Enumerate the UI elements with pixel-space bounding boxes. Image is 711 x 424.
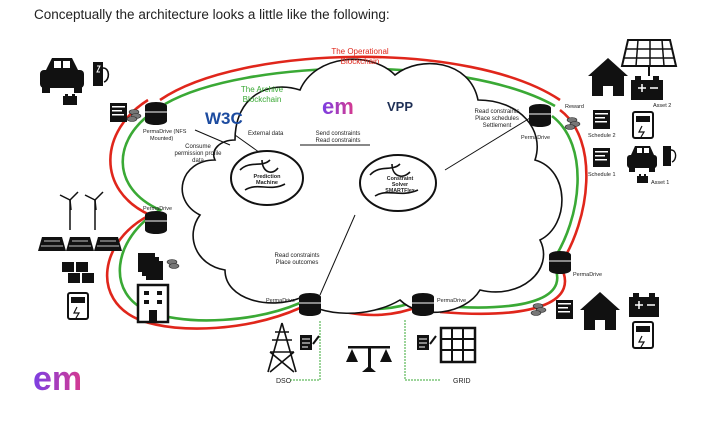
wind-turbines-icon [59,191,104,230]
schedule-card-icon-bottomright [556,300,573,319]
read-constraints-bottom-label: Read constraints [274,253,319,259]
permadrive-left-label: PermaDrive [143,206,172,212]
schedule-card-icon-1 [593,148,610,167]
ev-charger-icon [93,62,110,86]
em-logo-center: em [322,94,354,119]
grid-connector-line [404,320,440,381]
prediction-label-1: Prediction [254,174,282,180]
dso-label: DSO [276,378,292,385]
permadrive-db-icons [145,102,571,316]
place-outcomes-label: Place outcomes [276,260,319,266]
operational-blockchain-line-left [105,98,301,330]
archive-blockchain-line-left [118,108,301,322]
coins-icon-topright [564,117,581,130]
battery-icon-bottomright [629,293,659,317]
consume-label-3: data [192,158,204,164]
battery-bank-icon-left [62,262,94,283]
solver-label-1: Constraint [387,176,414,182]
read-constraints-tr-label: Read constraints [474,109,519,115]
em-logo-bottom: em [33,360,82,398]
permadrive-tr-label: PermaDrive [521,135,550,141]
operational-blockchain-title-1: The Operational [331,47,389,56]
settlement-label: Settlement [483,123,512,129]
permadrive-bottom-left-label: PermaDrive [266,298,295,304]
asset2-label: Asset 2 [653,103,671,109]
reward-label: Reward [565,104,584,110]
schedule-card-icon-topleft [110,103,127,122]
permadrive-right-db-icon [549,251,571,274]
house-icon-bottomright [580,292,620,330]
coins-icon-bottomright [530,303,547,316]
archive-blockchain-title-1: The Archive [241,85,284,94]
permadrive-right-label: PermaDrive [573,272,602,278]
ev-charger-icon-right [663,146,677,166]
battery-icon-asset1 [637,174,648,183]
external-data-label: External data [248,131,284,137]
permadrive-nfs-label-2: Mounted) [150,136,173,142]
vpp-label: VPP [387,99,413,114]
smart-meter-icon-bottomright [632,321,654,349]
permadrive-tr-db-icon [529,104,551,127]
arrow-place-outcomes [319,214,356,296]
permadrive-bottom-left-db-icon [299,293,321,316]
battery-icon-topright [631,76,663,100]
prediction-label-2: Machine [256,180,278,186]
smart-meter-icon-topright [632,111,654,139]
consume-label-1: Consume [185,144,211,150]
permadrive-bottom-right-label: PermaDrive [437,298,466,304]
place-schedules-label: Place schedules [475,116,519,122]
document-pen-icon-grid [417,335,437,350]
ev-car-icon-right [627,146,657,172]
scales-icon [346,346,392,372]
operational-blockchain-title-2: Blockchain [341,57,380,66]
permadrive-nfs-label-1: PermaDrive (NFS [143,129,187,135]
permadrive-bottom-right-db-icon [412,293,434,316]
dso-connector-line [290,320,321,381]
read-constraints-center-label: Read constraints [315,138,360,144]
asset1-label: Asset 1 [651,180,669,186]
archive-blockchain-title-2: Blockchain [243,95,282,104]
w3c-logo: W3C [205,109,243,128]
building-icon [136,283,170,324]
constraint-solver-brain: Constraint Solver SMARTFlex [359,154,437,212]
schedule2-label: Schedule 2 [588,133,616,139]
send-constraints-label: Send constraints [316,131,361,137]
document-pen-icon-dso [300,335,320,350]
coins-icon-topleft [126,109,142,122]
arrow-schedules [444,117,531,171]
consume-label-2: permission profile [174,151,222,157]
ev-car-icon [40,58,84,93]
solar-panels-icon-left [38,237,122,251]
solver-label-3: SMARTFlex [385,188,414,194]
solar-panel-icon-topright [620,39,678,76]
grid-label: GRID [453,378,471,385]
solver-label-2: Solver [392,182,408,188]
coins-icon-left [166,259,180,269]
transmission-tower-icon [267,322,297,373]
schedule-cards-icon-left [138,253,163,280]
smart-meter-icon-left [67,292,89,320]
permadrive-left-db-icon [145,211,167,234]
permadrive-topleft-db-icon [145,102,167,125]
arrow-consume [194,129,231,146]
grid-icon [439,326,477,364]
house-icon-topright [588,58,628,96]
prediction-machine-brain: Prediction Machine [230,150,304,206]
operational-blockchain-line-top [159,55,561,102]
intro-text: Conceptually the architecture looks a li… [34,7,390,22]
schedule-card-icon-2 [593,110,610,129]
battery-icon-topleft [63,94,77,105]
schedule1-label: Schedule 1 [588,172,616,178]
